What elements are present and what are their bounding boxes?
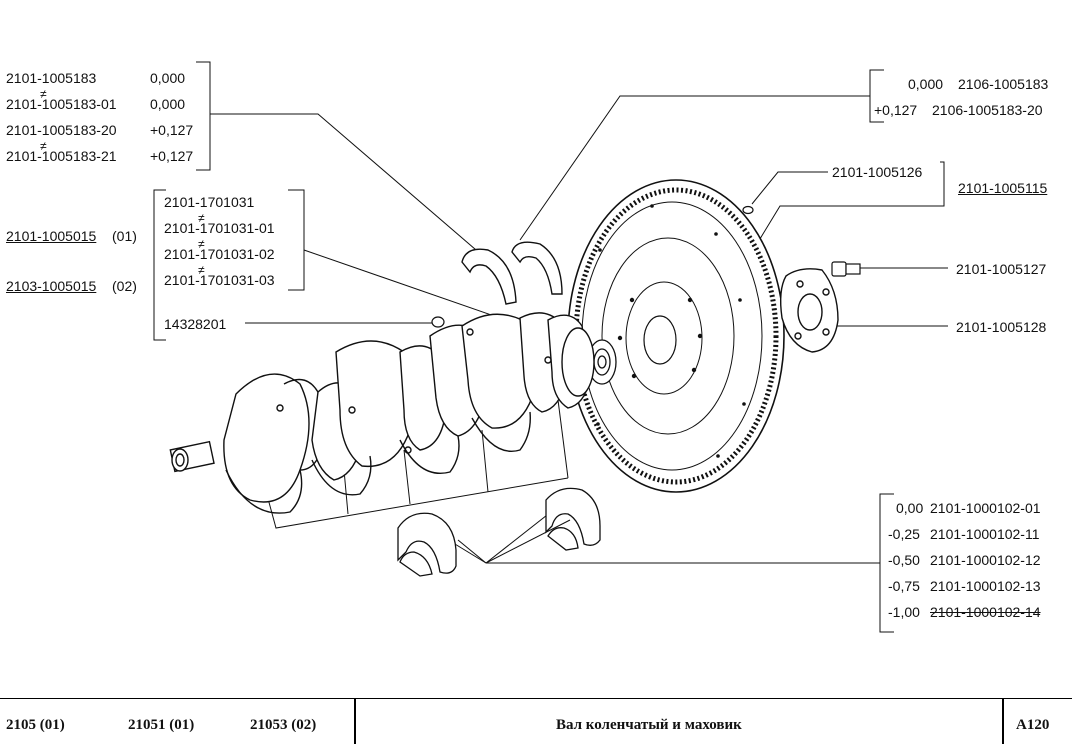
sprocket-code-3: 2101-1701031-02 (164, 246, 275, 262)
plug-code: 14328201 (164, 316, 227, 332)
washer-plate (779, 268, 839, 353)
model-1: 2105 (01) (6, 717, 65, 733)
main-bearing-code-3: 2101-1000102-12 (930, 552, 1041, 568)
bolt (831, 261, 861, 277)
main-bearing-value-1: 0,00 (896, 500, 924, 516)
main-bearing-code-2: 2101-1000102-11 (930, 526, 1040, 542)
model-3: 21053 (02) (250, 717, 317, 733)
pin (742, 205, 754, 215)
bearing-half-code-3: 2101-1005183-20 (6, 122, 117, 138)
flywheel-code: 2101-1005115 (958, 180, 1048, 196)
divider (354, 699, 356, 744)
crankshaft-suffix-1: (01) (112, 228, 137, 244)
thrust-value-1: 0,000 (908, 76, 944, 92)
bearing-half-code-4: 2101-1005183-21 (6, 148, 117, 164)
bearing-half-value-1: 0,000 (150, 70, 186, 86)
plug (431, 316, 445, 328)
bearing-half-code-2: 2101-1005183-01 (6, 96, 117, 112)
pin-code: 2101-1005126 (832, 164, 923, 180)
exploded-parts-drawing (153, 61, 948, 633)
crankshaft-suffix-2: (02) (112, 278, 137, 294)
bearing-half-value-3: +0,127 (150, 122, 194, 138)
bolt-code: 2101-1005127 (956, 261, 1047, 277)
title-block: 2105 (01) 21051 (01) 21053 (02) Вал коле… (0, 698, 1072, 744)
washer-code: 2101-1005128 (956, 319, 1047, 335)
main-bearing-value-2: -0,25 (888, 526, 920, 542)
model-2: 21051 (01) (128, 717, 195, 733)
page-number: A120 (1016, 717, 1050, 733)
flywheel (567, 179, 785, 493)
thrust-code-1: 2106-1005183 (958, 76, 1049, 92)
main-bearing-value-5: -1,00 (888, 604, 920, 620)
sheet-title: Вал коленчатый и маховик (556, 717, 742, 733)
not-equal-mark: ≠ (198, 211, 205, 225)
main-bearing-code-5: 2101-1000102-14 (930, 604, 1041, 620)
crankshaft-code-1: 2101-1005015 (6, 228, 97, 244)
not-equal-mark: ≠ (198, 237, 205, 251)
not-equal-mark: ≠ (40, 87, 47, 101)
crankshaft-code-2: 2103-1005015 (6, 278, 97, 294)
main-bearing-code-4: 2101-1000102-13 (930, 578, 1041, 594)
main-bearing-shells (397, 487, 601, 577)
sprocket-code-1: 2101-1701031 (164, 194, 255, 210)
not-equal-mark: ≠ (198, 263, 205, 277)
bearing-half-value-4: +0,127 (150, 148, 194, 164)
thrust-half-rings (461, 241, 563, 305)
thrust-code-2: 2106-1005183-20 (932, 102, 1043, 118)
thrust-value-2: +0,127 (874, 102, 918, 118)
bearing-half-value-2: 0,000 (150, 96, 186, 112)
sprocket-code-4: 2101-1701031-03 (164, 272, 275, 288)
main-bearing-value-3: -0,50 (888, 552, 920, 568)
main-bearing-value-4: -0,75 (888, 578, 920, 594)
pilot-bearing (587, 339, 617, 385)
not-equal-mark: ≠ (40, 139, 47, 153)
bearing-half-code-1: 2101-1005183 (6, 70, 97, 86)
sprocket-code-2: 2101-1701031-01 (164, 220, 275, 236)
main-bearing-code-1: 2101-1000102-01 (930, 500, 1041, 516)
divider (1002, 699, 1004, 744)
crankshaft (169, 312, 595, 514)
